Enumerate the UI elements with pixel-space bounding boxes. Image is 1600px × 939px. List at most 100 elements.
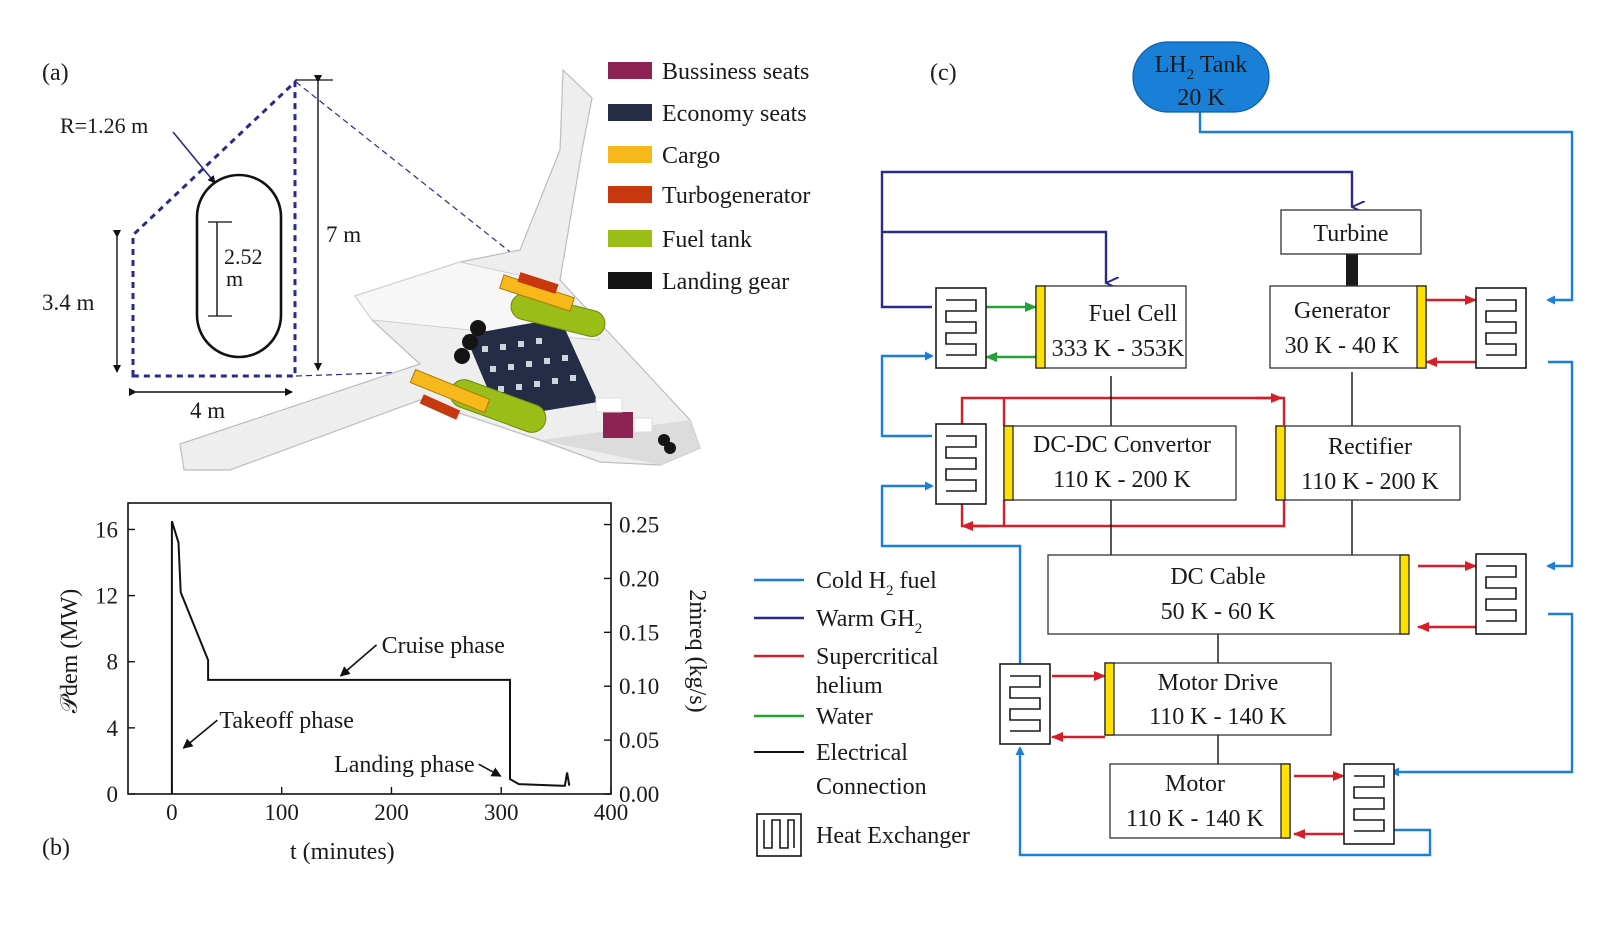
legend-item-cold-h2: Cold H2 fuel: [754, 568, 937, 599]
dcdc-convertor-label: DC-DC Convertor: [1033, 432, 1211, 458]
interface-bar: [1399, 554, 1410, 635]
legend-swatch: [608, 104, 652, 121]
heat-exchanger-motor-drive: [999, 663, 1051, 745]
turbine-label: Turbine: [1313, 221, 1388, 247]
fuel-cell-temperature: 333 K - 353K: [1052, 336, 1185, 362]
panel-c: (c): [754, 41, 1574, 857]
legend-label: Bussiness seats: [662, 59, 809, 85]
motor-drive-box: Motor Drive 110 K - 140 K: [1104, 662, 1332, 736]
radius-label: R=1.26 m: [60, 113, 148, 138]
aircraft-legend: Bussiness seats Economy seats Cargo Turb…: [608, 59, 810, 295]
heat-exchanger-icon: [1009, 675, 1041, 732]
generator-box: Generator 30 K - 40 K: [1269, 285, 1427, 369]
y-right-tick-label: 0.20: [619, 566, 659, 591]
legend-item-landing-gear: Landing gear: [608, 269, 789, 295]
y-left-tick-label: 12: [95, 584, 118, 609]
heat-exchanger-motor: [1343, 763, 1395, 845]
helium-loop-dcdc-rectifier: [960, 396, 1286, 426]
heat-exchanger-dc-cable: [1475, 553, 1527, 635]
cargo-lower: [409, 368, 491, 414]
heat-exchanger-icon: [763, 819, 795, 849]
legend-label-line2: Connection: [816, 774, 927, 800]
generator-label: Generator: [1294, 298, 1390, 324]
y-right-tick-label: 0.05: [619, 728, 659, 753]
y-axis-left-label: 𝒫dem (MW): [57, 589, 83, 714]
flow-lines: [880, 112, 1574, 857]
side-height-label: 3.4 m: [42, 290, 95, 315]
heat-exchanger-icon: [1485, 299, 1517, 356]
warm-gh2-line-fuel-cell: [882, 230, 1106, 283]
cold-h2-line-generator-hx: [1198, 112, 1574, 305]
legend-label: Water: [816, 704, 873, 730]
height-label: 7 m: [326, 222, 361, 247]
y-left-tick-label: 16: [95, 517, 118, 542]
legend-swatch: [608, 272, 652, 289]
motor-drive-label: Motor Drive: [1158, 670, 1279, 696]
panel-a: (a) R=1.26 m 2.52 m 7 m 3.4 m 4 m: [42, 59, 810, 471]
rectifier-temperature: 110 K - 200 K: [1301, 469, 1439, 495]
heat-exchanger-icon: [1485, 565, 1517, 622]
x-tick-label: 400: [594, 800, 629, 825]
annotation-arrow-landing: [478, 763, 502, 777]
cold-h2-line-dcdc-hx: [880, 481, 1022, 676]
turbogenerator-lower: [419, 394, 461, 420]
legend-label: Electrical: [816, 740, 908, 766]
legend-label: Cargo: [662, 143, 720, 169]
legend-label: Fuel tank: [662, 227, 752, 253]
heat-exchanger-icon: [945, 299, 977, 356]
landing-gear: [454, 320, 676, 454]
legend-label: Cold H2 fuel: [816, 568, 937, 599]
legend-item-economy-seats: Economy seats: [608, 101, 807, 127]
y-left-tick-label: 8: [107, 650, 119, 675]
radius-pointer: [172, 131, 216, 184]
legend-item-turbogenerator: Turbogenerator: [608, 183, 810, 209]
legend-item-water: Water: [754, 704, 873, 730]
cold-h2-line-motor-hx: [1390, 612, 1574, 777]
y-left-tick-label: 4: [107, 716, 119, 741]
annotation-arrow-takeoff: [182, 719, 218, 749]
interface-bar: [1035, 285, 1046, 369]
legend-item-cargo: Cargo: [608, 143, 720, 169]
interface-bar: [1280, 763, 1291, 839]
motor-box: Motor 110 K - 140 K: [1109, 763, 1291, 839]
aircraft-illustration: [179, 68, 701, 471]
heat-exchanger-dcdc: [935, 423, 987, 505]
turbogenerator-upper: [517, 272, 559, 294]
legend-swatch: [608, 186, 652, 203]
motor-label: Motor: [1165, 771, 1225, 797]
legend-item-heat-exchanger: Heat Exchanger: [756, 813, 970, 857]
business-seats-block: [603, 412, 633, 438]
legend-label: Turbogenerator: [662, 183, 810, 209]
legend-label: Landing gear: [662, 269, 789, 295]
legend-item-warm-gh2: Warm GH2: [754, 606, 922, 637]
lh2-tank-shape: [1132, 41, 1270, 113]
dcdc-convertor-temperature: 110 K - 200 K: [1053, 467, 1191, 493]
y-axis-right-label: 2ṁreq (kg/s): [684, 589, 710, 712]
dc-cable-box: DC Cable 50 K - 60 K: [1047, 554, 1410, 635]
x-tick-label: 200: [374, 800, 409, 825]
panel-label-b: (b): [42, 835, 70, 861]
x-tick-label: 300: [484, 800, 519, 825]
fuel-cell-label: Fuel Cell: [1089, 301, 1178, 327]
x-tick-label: 0: [166, 800, 178, 825]
inner-height-unit: m: [226, 266, 243, 291]
schematic-legend: Cold H2 fuel Warm GH2 Supercritical heli…: [754, 568, 970, 857]
legend-swatch: [608, 230, 652, 247]
turbine-shaft: [1346, 254, 1358, 288]
y-right-tick-label: 0.15: [619, 620, 659, 645]
y-right-tick-label: 0.10: [619, 674, 659, 699]
rectifier-box: Rectifier 110 K - 200 K: [1275, 425, 1461, 501]
motor-drive-temperature: 110 K - 140 K: [1149, 704, 1287, 730]
legend-label-line2: helium: [816, 673, 883, 699]
cabin-outline: [195, 173, 283, 359]
lh2-tank: LH2 Tank 20 K: [1132, 41, 1270, 113]
panel-label-a: (a): [42, 60, 69, 86]
legend-label: Economy seats: [662, 101, 807, 127]
legend-item-fuel-tank: Fuel tank: [608, 227, 752, 253]
width-label: 4 m: [190, 398, 225, 423]
lh2-tank-temperature: 20 K: [1177, 85, 1225, 111]
panel-label-c: (c): [930, 60, 957, 86]
generator-temperature: 30 K - 40 K: [1285, 333, 1400, 359]
dc-cable-label: DC Cable: [1170, 564, 1265, 590]
x-axis-label: t (minutes): [290, 839, 395, 865]
